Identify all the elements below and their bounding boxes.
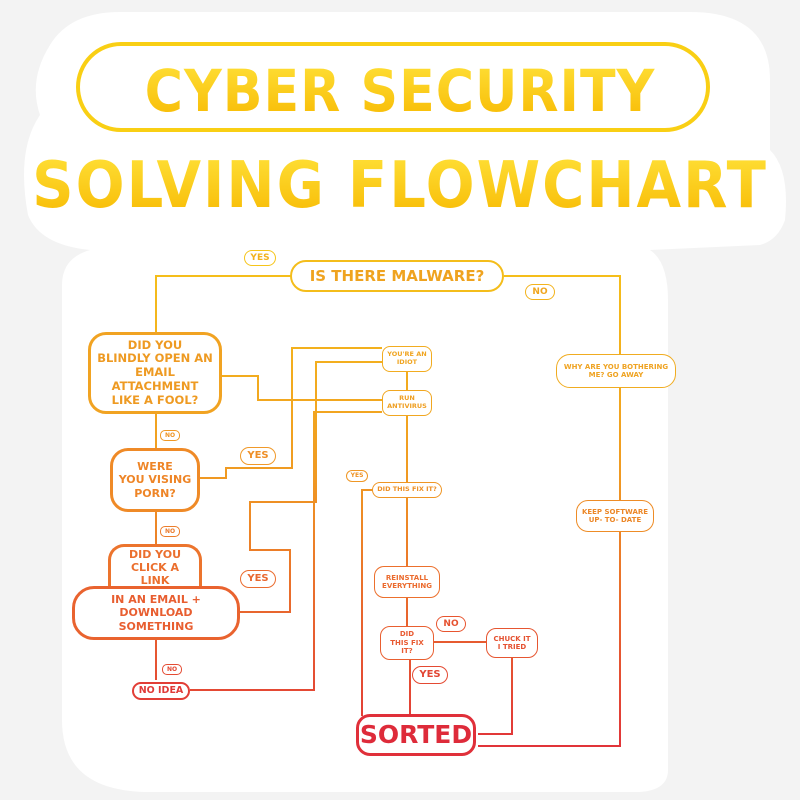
node-were-you-visiting: WERE YOU VISING PORN? [110, 448, 200, 512]
node-blindly-open: DID YOU BLINDLY OPEN AN EMAIL ATTACHMENT… [88, 332, 222, 414]
label-yes-link: YES [240, 570, 276, 588]
node-no-idea: NO IDEA [132, 682, 190, 700]
flow-connectors [155, 275, 621, 747]
connector-download-antivirus [238, 361, 382, 613]
title-pill-outline [76, 42, 710, 132]
node-did-this-fix-it-1: DID THIS FIX IT? [372, 482, 442, 498]
node-youre-an-idiot: YOU'RE AN IDIOT [382, 346, 432, 372]
connector-keep-sorted [478, 532, 621, 747]
title-line-1: CYBER SECURITY [144, 57, 656, 125]
label-yes-top: YES [244, 250, 276, 266]
title-line-2: SOLVING FLOWCHART [32, 149, 768, 223]
label-no-1: NO [160, 430, 180, 441]
node-keep-software-updated: KEEP SOFTWARE UP- TO- DATE [576, 500, 654, 532]
label-no-2: NO [160, 526, 180, 537]
label-no-top: NO [525, 284, 555, 300]
connector-malware-yes [155, 275, 292, 334]
label-yes-porn: YES [240, 447, 276, 465]
connector-porn-idiot [196, 347, 382, 479]
label-no-fix: NO [436, 616, 466, 632]
label-yes-small: YES [346, 470, 368, 482]
node-email-download: IN AN EMAIL + DOWNLOAD SOMETHING [72, 586, 240, 640]
node-run-antivirus: RUN ANTIVIRUS [382, 390, 432, 416]
node-did-this-fix-it-2: DID THIS FIX IT? [380, 626, 434, 660]
label-yes-fix: YES [412, 666, 448, 684]
node-did-you-click-link: DID YOU CLICK A LINK [108, 544, 202, 588]
connector-blindly-antivirus [222, 375, 382, 401]
node-why-bothering: WHY ARE YOU BOTHERING ME? GO AWAY [556, 354, 676, 388]
node-reinstall-everything: REINSTALL EVERYTHING [374, 566, 440, 598]
connector-fix1-sorted [361, 489, 374, 716]
label-no-3: NO [162, 664, 182, 675]
node-sorted: SORTED [356, 714, 476, 756]
connector-malware-no [504, 275, 621, 356]
connector-noidea-antivirus [190, 411, 382, 691]
node-is-there-malware: IS THERE MALWARE? [290, 260, 504, 292]
connector-chuck-sorted [478, 658, 513, 735]
node-chuck-it: CHUCK IT I TRIED [486, 628, 538, 658]
